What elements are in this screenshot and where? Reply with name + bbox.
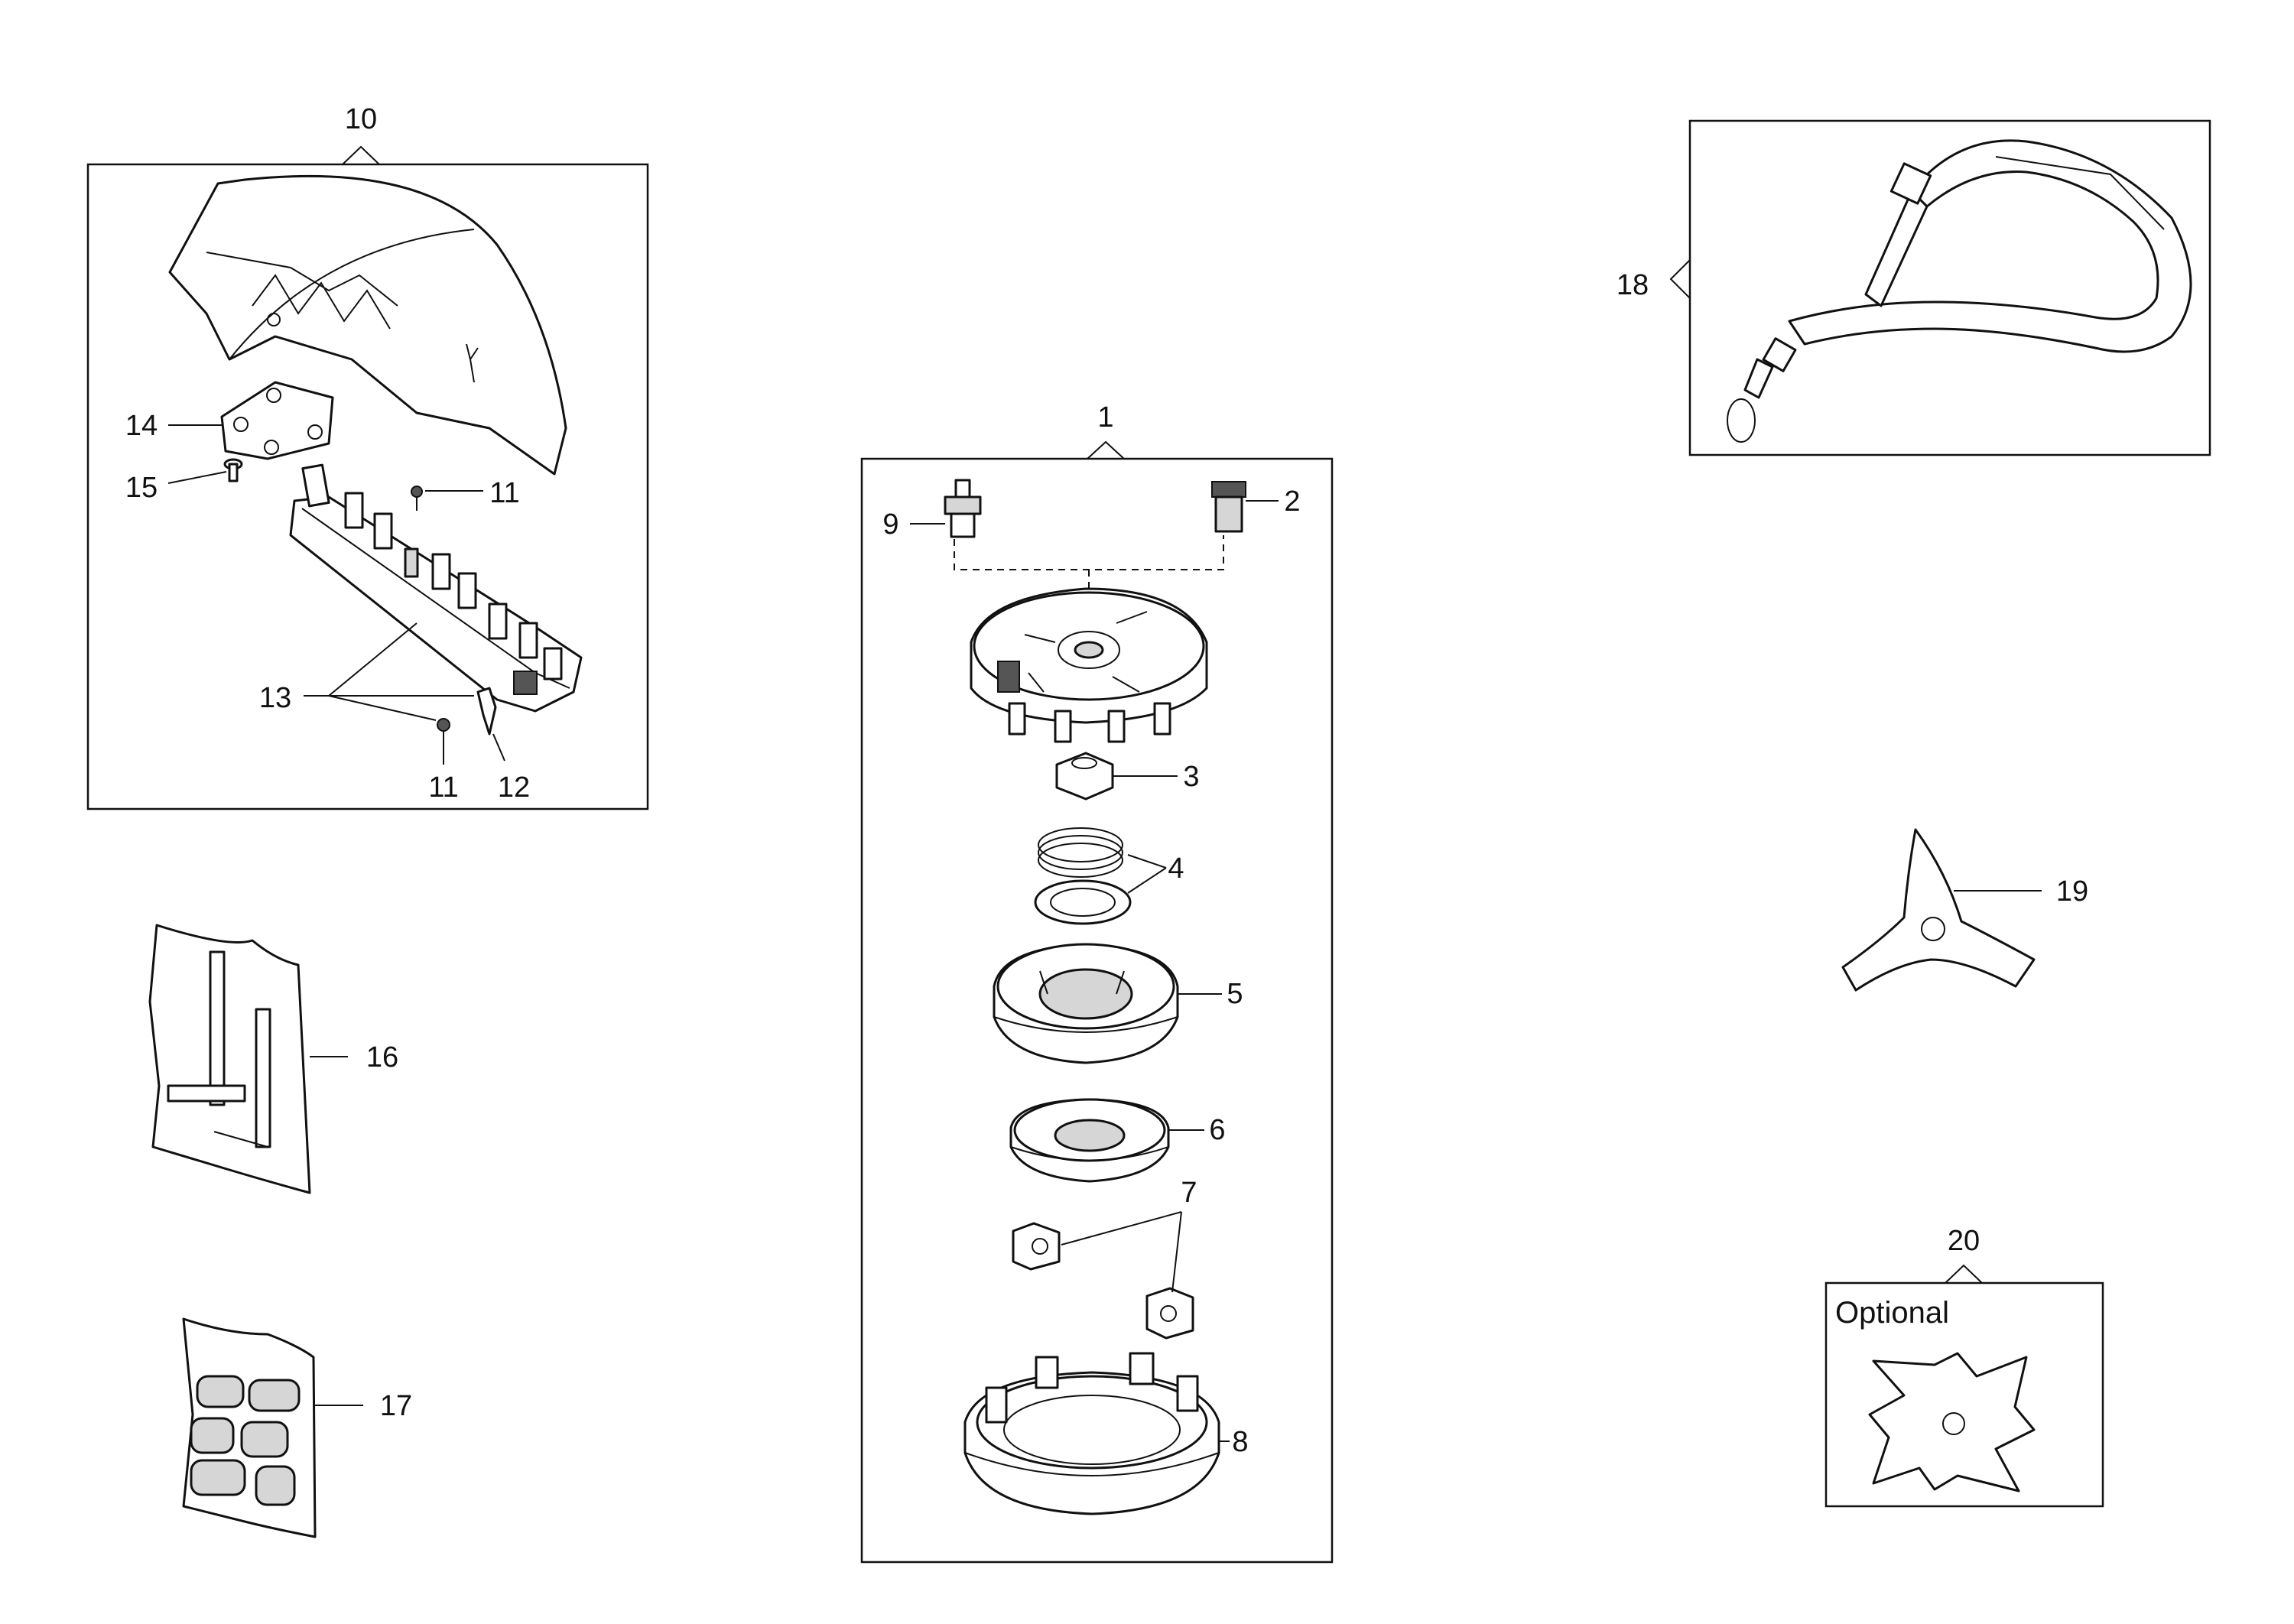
label-13: 13	[259, 682, 291, 714]
label-20: 20	[1948, 1225, 1980, 1257]
shoulder-strap	[1727, 139, 2192, 443]
label-11-lower: 11	[428, 771, 458, 804]
leader-15	[167, 471, 227, 484]
screw-15	[223, 458, 243, 482]
screw-11-upper	[411, 486, 423, 511]
three-tooth-blade-19	[1841, 828, 2042, 992]
spring-and-washer-4	[1034, 827, 1132, 925]
label-18: 18	[1617, 269, 1649, 301]
trimmer-head-group: 1 9 2	[860, 401, 1334, 1564]
label-12: 12	[498, 771, 530, 804]
screw-11-lower	[437, 718, 450, 745]
label-2: 2	[1284, 486, 1300, 518]
guard-assembly-box	[86, 163, 649, 810]
trimmer-head-box	[860, 457, 1334, 1564]
guard-assembly-pointer	[342, 145, 380, 165]
line-cutter-bar	[289, 463, 583, 713]
line-spool-5	[993, 943, 1179, 1064]
label-19: 19	[2056, 875, 2088, 908]
shoulder-harness-group: 18	[1617, 119, 2211, 456]
hex-nut-3	[1055, 752, 1114, 801]
adapter-bolt-9	[944, 479, 982, 538]
label-4: 4	[1168, 853, 1184, 885]
spool-hub-6	[1009, 1098, 1170, 1183]
label-9: 9	[882, 508, 898, 541]
four-tooth-blade	[1868, 1352, 2036, 1492]
label-7: 7	[1181, 1177, 1197, 1209]
leader-13-c	[328, 695, 437, 721]
mounting-plate	[220, 381, 334, 460]
head-base-8	[963, 1352, 1220, 1515]
optional-blade-pointer	[1945, 1264, 1983, 1284]
pad-set-17	[182, 1317, 363, 1538]
label-14: 14	[125, 410, 158, 442]
head-cover	[970, 587, 1208, 743]
cutting-blade-12	[476, 687, 497, 736]
label-8: 8	[1232, 1426, 1248, 1458]
label-11-upper: 11	[489, 477, 519, 509]
optional-blade-group: 20 Optional	[1824, 1225, 2104, 1508]
line-eyelet-7-left	[1012, 1222, 1061, 1271]
shoulder-harness-box	[1688, 119, 2211, 456]
label-10: 10	[345, 103, 377, 135]
label-17: 17	[380, 1390, 412, 1422]
trimmer-head-pointer	[1087, 440, 1125, 460]
label-1: 1	[1097, 401, 1113, 434]
adapter-alternatives-line	[954, 535, 1224, 570]
adapter-nut-2	[1211, 481, 1246, 533]
guard-assembly-group: 10	[86, 103, 649, 810]
label-16: 16	[366, 1041, 398, 1073]
hex-keys-16	[148, 924, 348, 1194]
optional-blade-box	[1824, 1281, 2104, 1508]
label-6: 6	[1209, 1114, 1225, 1146]
trimmer-guard	[168, 174, 567, 476]
shoulder-harness-pointer	[1669, 259, 1691, 299]
leader-13-a	[328, 622, 418, 697]
leader-12	[492, 733, 505, 762]
optional-label: Optional	[1835, 1296, 1949, 1330]
label-3: 3	[1183, 761, 1199, 793]
label-15: 15	[125, 472, 158, 504]
label-5: 5	[1227, 978, 1243, 1010]
line-eyelet-7-right	[1145, 1287, 1194, 1340]
